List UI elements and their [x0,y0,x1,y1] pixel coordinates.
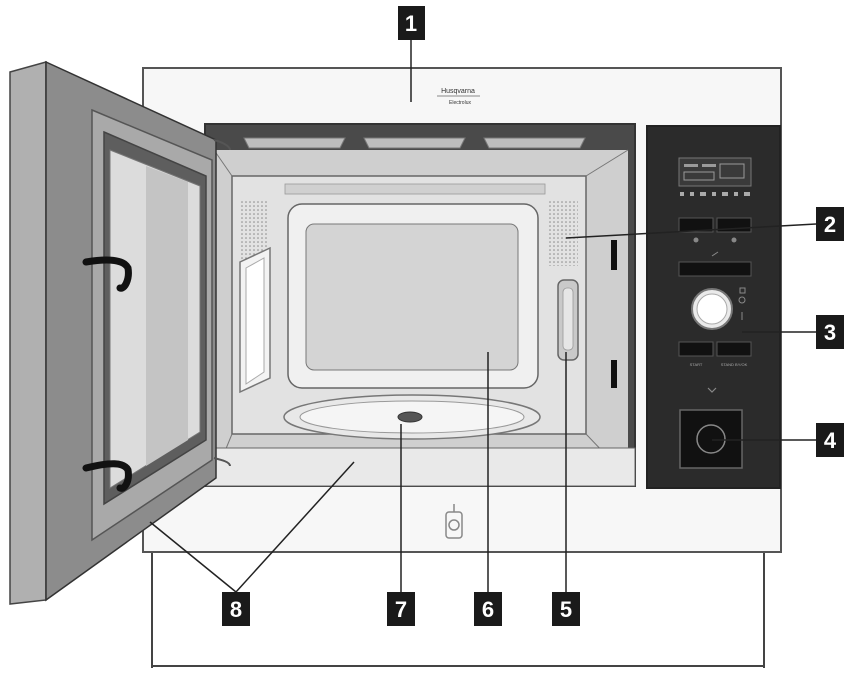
callout-2: 2 [816,207,844,241]
oven-bottom-lip [204,447,636,487]
crown-logo [445,504,463,539]
callout-3: 3 [816,315,844,349]
turntable [283,394,541,440]
side-vent-left [240,200,268,260]
oven-door [9,60,231,605]
waveguide-cover [557,279,579,361]
callout-8: 8 [222,592,250,626]
callout-4: 4 [816,423,844,457]
callout-7: 7 [387,592,415,626]
standby-button[interactable] [716,341,752,357]
callout-6: 6 [474,592,502,626]
upper-door-latch [82,256,132,292]
door-open-button[interactable] [679,387,743,469]
cavity-back-window [287,203,539,389]
lower-door-latch [82,460,132,492]
display [678,157,752,187]
svg-text:5: 5 [560,597,572,622]
brand-logo: Husqvarna Electrolux [437,88,480,106]
svg-text:3: 3 [824,320,836,345]
svg-text:7: 7 [395,597,407,622]
door-latch-slots [611,240,617,388]
svg-text:6: 6 [482,597,494,622]
knob-side-icons [738,287,746,320]
microwave-button[interactable] [678,217,714,233]
control-knob[interactable] [691,288,733,330]
start-label: START [690,362,703,367]
control-panel: START STAND BY/OK [646,125,781,489]
defrost-button[interactable] [678,261,752,277]
callout-5: 5 [552,592,580,626]
brand-subname: Electrolux [449,100,471,106]
svg-text:2: 2 [824,212,836,237]
mounting-lines [151,552,765,668]
chevron-down-icon [707,387,717,393]
display-segments [683,163,745,181]
start-button[interactable] [678,341,714,357]
button-icons-row1 [693,237,737,243]
standby-label: STAND BY/OK [721,362,748,367]
svg-text:1: 1 [405,11,417,36]
leader-lines [149,40,817,593]
svg-text:8: 8 [230,597,242,622]
display-icons [680,192,750,196]
left-lamp-cover [239,246,271,394]
top-vents [243,137,586,149]
callout-1: 1 [398,6,425,40]
svg-text:4: 4 [824,428,837,453]
side-vent-right [548,200,578,266]
brand-name: Husqvarna [441,88,475,95]
